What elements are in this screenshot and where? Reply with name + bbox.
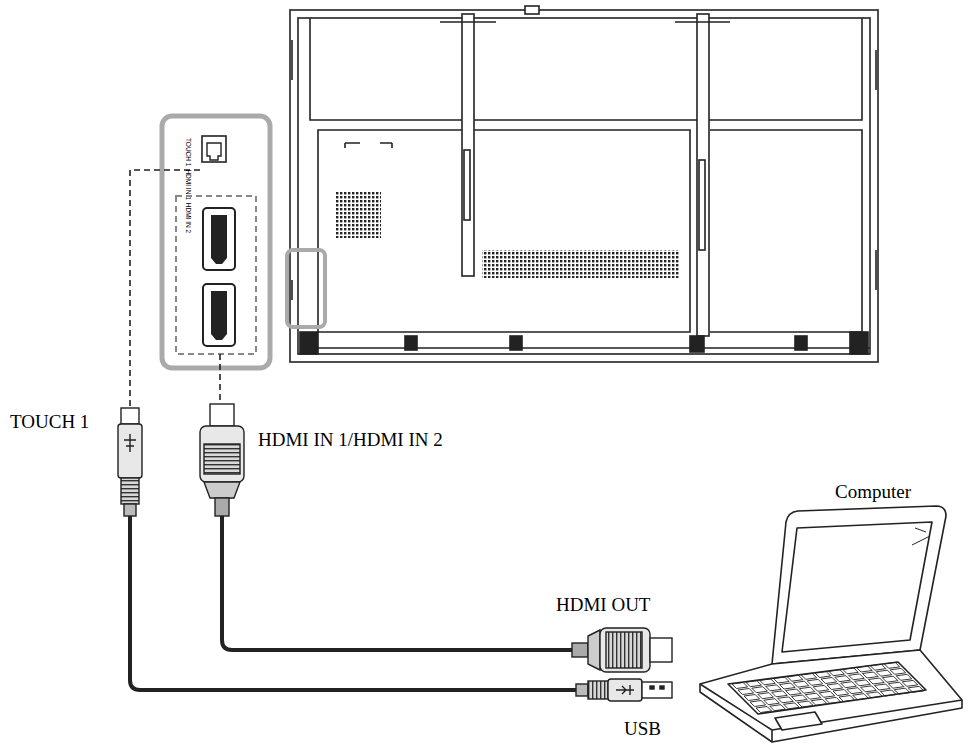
key — [746, 681, 762, 687]
key — [835, 676, 851, 682]
key — [798, 701, 814, 707]
key — [770, 705, 786, 711]
key — [792, 695, 808, 701]
key — [882, 676, 898, 682]
port-label: HDMI IN 1 — [185, 169, 192, 199]
key — [881, 690, 897, 696]
key — [827, 684, 843, 690]
key — [738, 689, 754, 695]
port-labels: TOUCH 1 HDMI IN 1 HDMI IN 2 — [184, 138, 193, 236]
key — [902, 680, 918, 686]
key — [853, 694, 869, 700]
vent-grille — [482, 250, 680, 278]
key — [857, 666, 873, 672]
key — [760, 679, 776, 685]
key — [884, 662, 900, 668]
cable-label: TOUCH 1 — [10, 412, 89, 433]
key — [799, 687, 815, 693]
key — [875, 684, 891, 690]
key — [896, 674, 912, 680]
usb-b-connector — [118, 408, 142, 516]
key — [807, 679, 823, 685]
key — [825, 697, 841, 703]
hdmi-connector — [200, 404, 244, 516]
key — [888, 682, 904, 688]
usb-a-connector — [576, 679, 672, 701]
key — [908, 686, 924, 692]
cable-label: HDMI IN 1/HDMI IN 2 — [258, 430, 443, 451]
port-label: TOUCH 1 — [185, 138, 192, 166]
key — [863, 672, 879, 678]
key — [732, 683, 748, 689]
hdmi-connector — [572, 628, 672, 672]
key — [766, 685, 782, 691]
key — [870, 664, 886, 670]
leader-line — [130, 170, 220, 408]
key — [811, 699, 827, 705]
cable — [130, 515, 578, 690]
key — [780, 683, 796, 689]
port-label: HDMI IN 2 — [185, 203, 192, 233]
key — [894, 688, 910, 694]
connector-label: USB — [624, 719, 661, 740]
key — [861, 686, 877, 692]
device-label: Computer — [835, 482, 911, 503]
key — [758, 693, 774, 699]
key — [805, 693, 821, 699]
key — [843, 668, 859, 674]
key — [855, 680, 871, 686]
key — [787, 675, 803, 681]
key — [786, 689, 802, 695]
laptop-computer — [700, 506, 962, 742]
port-panel — [162, 116, 270, 368]
key — [793, 681, 809, 687]
key — [833, 690, 849, 696]
key — [839, 696, 855, 702]
key — [841, 682, 857, 688]
key — [772, 691, 788, 697]
key — [890, 668, 906, 674]
key — [829, 670, 845, 676]
key — [778, 697, 794, 703]
key — [813, 685, 829, 691]
key — [774, 677, 790, 683]
key — [750, 701, 766, 707]
key — [815, 672, 831, 678]
key — [801, 673, 817, 679]
key — [756, 707, 772, 713]
vent-grille — [335, 192, 381, 238]
key — [784, 703, 800, 709]
key — [867, 692, 883, 698]
key — [819, 691, 835, 697]
port-highlight — [287, 250, 325, 327]
key — [876, 670, 892, 676]
key — [849, 674, 865, 680]
key — [764, 699, 780, 705]
connector-label: HDMI OUT — [556, 595, 650, 616]
key — [752, 687, 768, 693]
key — [869, 678, 885, 684]
display-back — [290, 6, 878, 362]
key — [847, 688, 863, 694]
keyboard-keys — [732, 662, 924, 712]
key — [821, 678, 837, 684]
key — [744, 695, 760, 701]
